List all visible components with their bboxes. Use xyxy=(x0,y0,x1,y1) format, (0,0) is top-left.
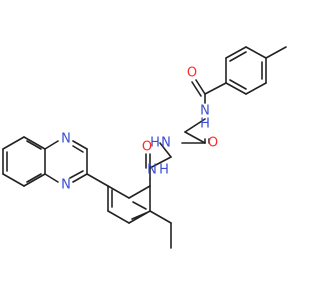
toluyl-ring xyxy=(225,46,267,95)
ch2-to-co-bond xyxy=(184,131,206,144)
quinoxaline-benzo-ring xyxy=(2,136,46,187)
atom-label-h-benzamide: H xyxy=(200,117,210,132)
n2-to-ch2-bond xyxy=(159,142,172,158)
atom-label-o-benzoyl: O xyxy=(187,66,197,81)
atom-label-n-quinoxaline-bottom: N xyxy=(61,178,71,193)
atom-label-n-benzamide: N xyxy=(200,104,210,119)
methyl-bond xyxy=(265,46,287,59)
benzoyl-co-bond-1 xyxy=(195,79,206,95)
ring-to-carbonyl-bond xyxy=(204,82,227,95)
molecule-diagram: O N H O N H O N H N N xyxy=(2,46,287,249)
ring-to-quinoxaline-bond xyxy=(86,173,109,187)
atom-label-n-quinoxaline-top: N xyxy=(61,132,71,147)
atom-label-h-anilide: H xyxy=(159,163,169,178)
atom-label-n-glycine: N xyxy=(161,136,171,151)
atom-label-h-glycine: H xyxy=(150,136,160,151)
atom-label-o-glycine2: O xyxy=(142,140,152,155)
structure-canvas: O N H O N H O N H N N xyxy=(2,46,287,249)
ch2-to-co2-bond xyxy=(149,156,172,169)
benzoyl-co-bond-2 xyxy=(191,81,202,97)
anilide-ring xyxy=(107,185,151,224)
quinoxaline-pyrazine-ring xyxy=(44,140,88,183)
atom-label-o-glycine1: O xyxy=(208,136,218,151)
ethyl-bond-1 xyxy=(149,210,172,224)
n-to-ch2-bond xyxy=(184,118,206,133)
atom-label-n-anilide: N xyxy=(147,163,157,178)
